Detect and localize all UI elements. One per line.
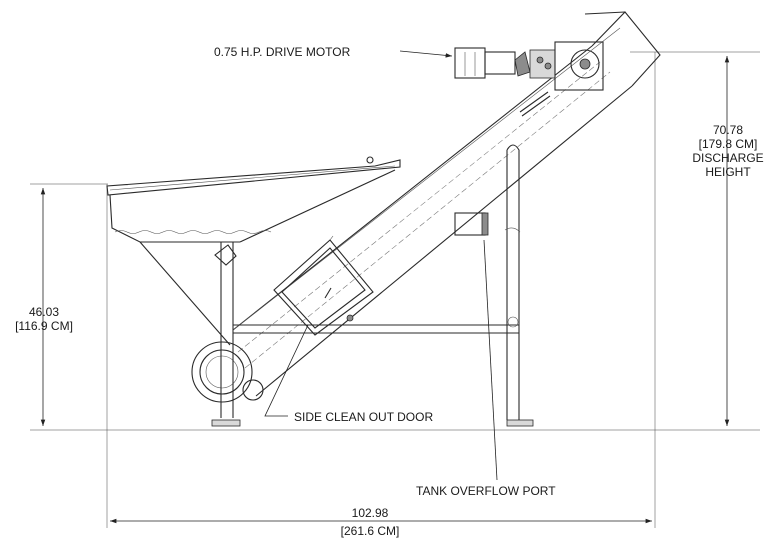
discharge-height-metric: [179.8 CM] [698,137,758,151]
discharge-height-value: 70.78 [712,123,744,137]
clean-out-door-leader [264,324,309,417]
tank-height-metric: [116.9 CM] [15,319,73,333]
tank-height-value: 46.03 [28,305,60,319]
overall-length-value: 102.98 [351,506,389,520]
discharge-height-label: 70.78 [179.8 CM] DISCHARGE HEIGHT [682,123,774,179]
drive-motor [454,41,604,117]
inclined-conveyor [232,11,661,397]
discharge-height-line2: HEIGHT [705,165,751,179]
overall-length-label: 102.98 [261.6 CM] [320,506,420,538]
tank-overflow-port [454,212,489,236]
overall-length-metric: [261.6 CM] [340,524,400,538]
side-clean-out-door [273,235,374,336]
overflow-port-leader [483,239,498,481]
clean-out-door-label: SIDE CLEAN OUT DOOR [294,410,434,424]
extension-lines [30,51,760,528]
support-frame [211,144,534,427]
drive-motor-leader [399,50,453,58]
overflow-port-label: TANK OVERFLOW PORT [416,484,556,498]
tank-hopper [106,156,401,346]
tank-height-label: 46.03 [116.9 CM] [4,305,84,333]
tail-drum-housing [191,341,264,403]
drive-motor-label: 0.75 H.P. DRIVE MOTOR [214,45,351,59]
discharge-height-line1: DISCHARGE [692,151,764,165]
